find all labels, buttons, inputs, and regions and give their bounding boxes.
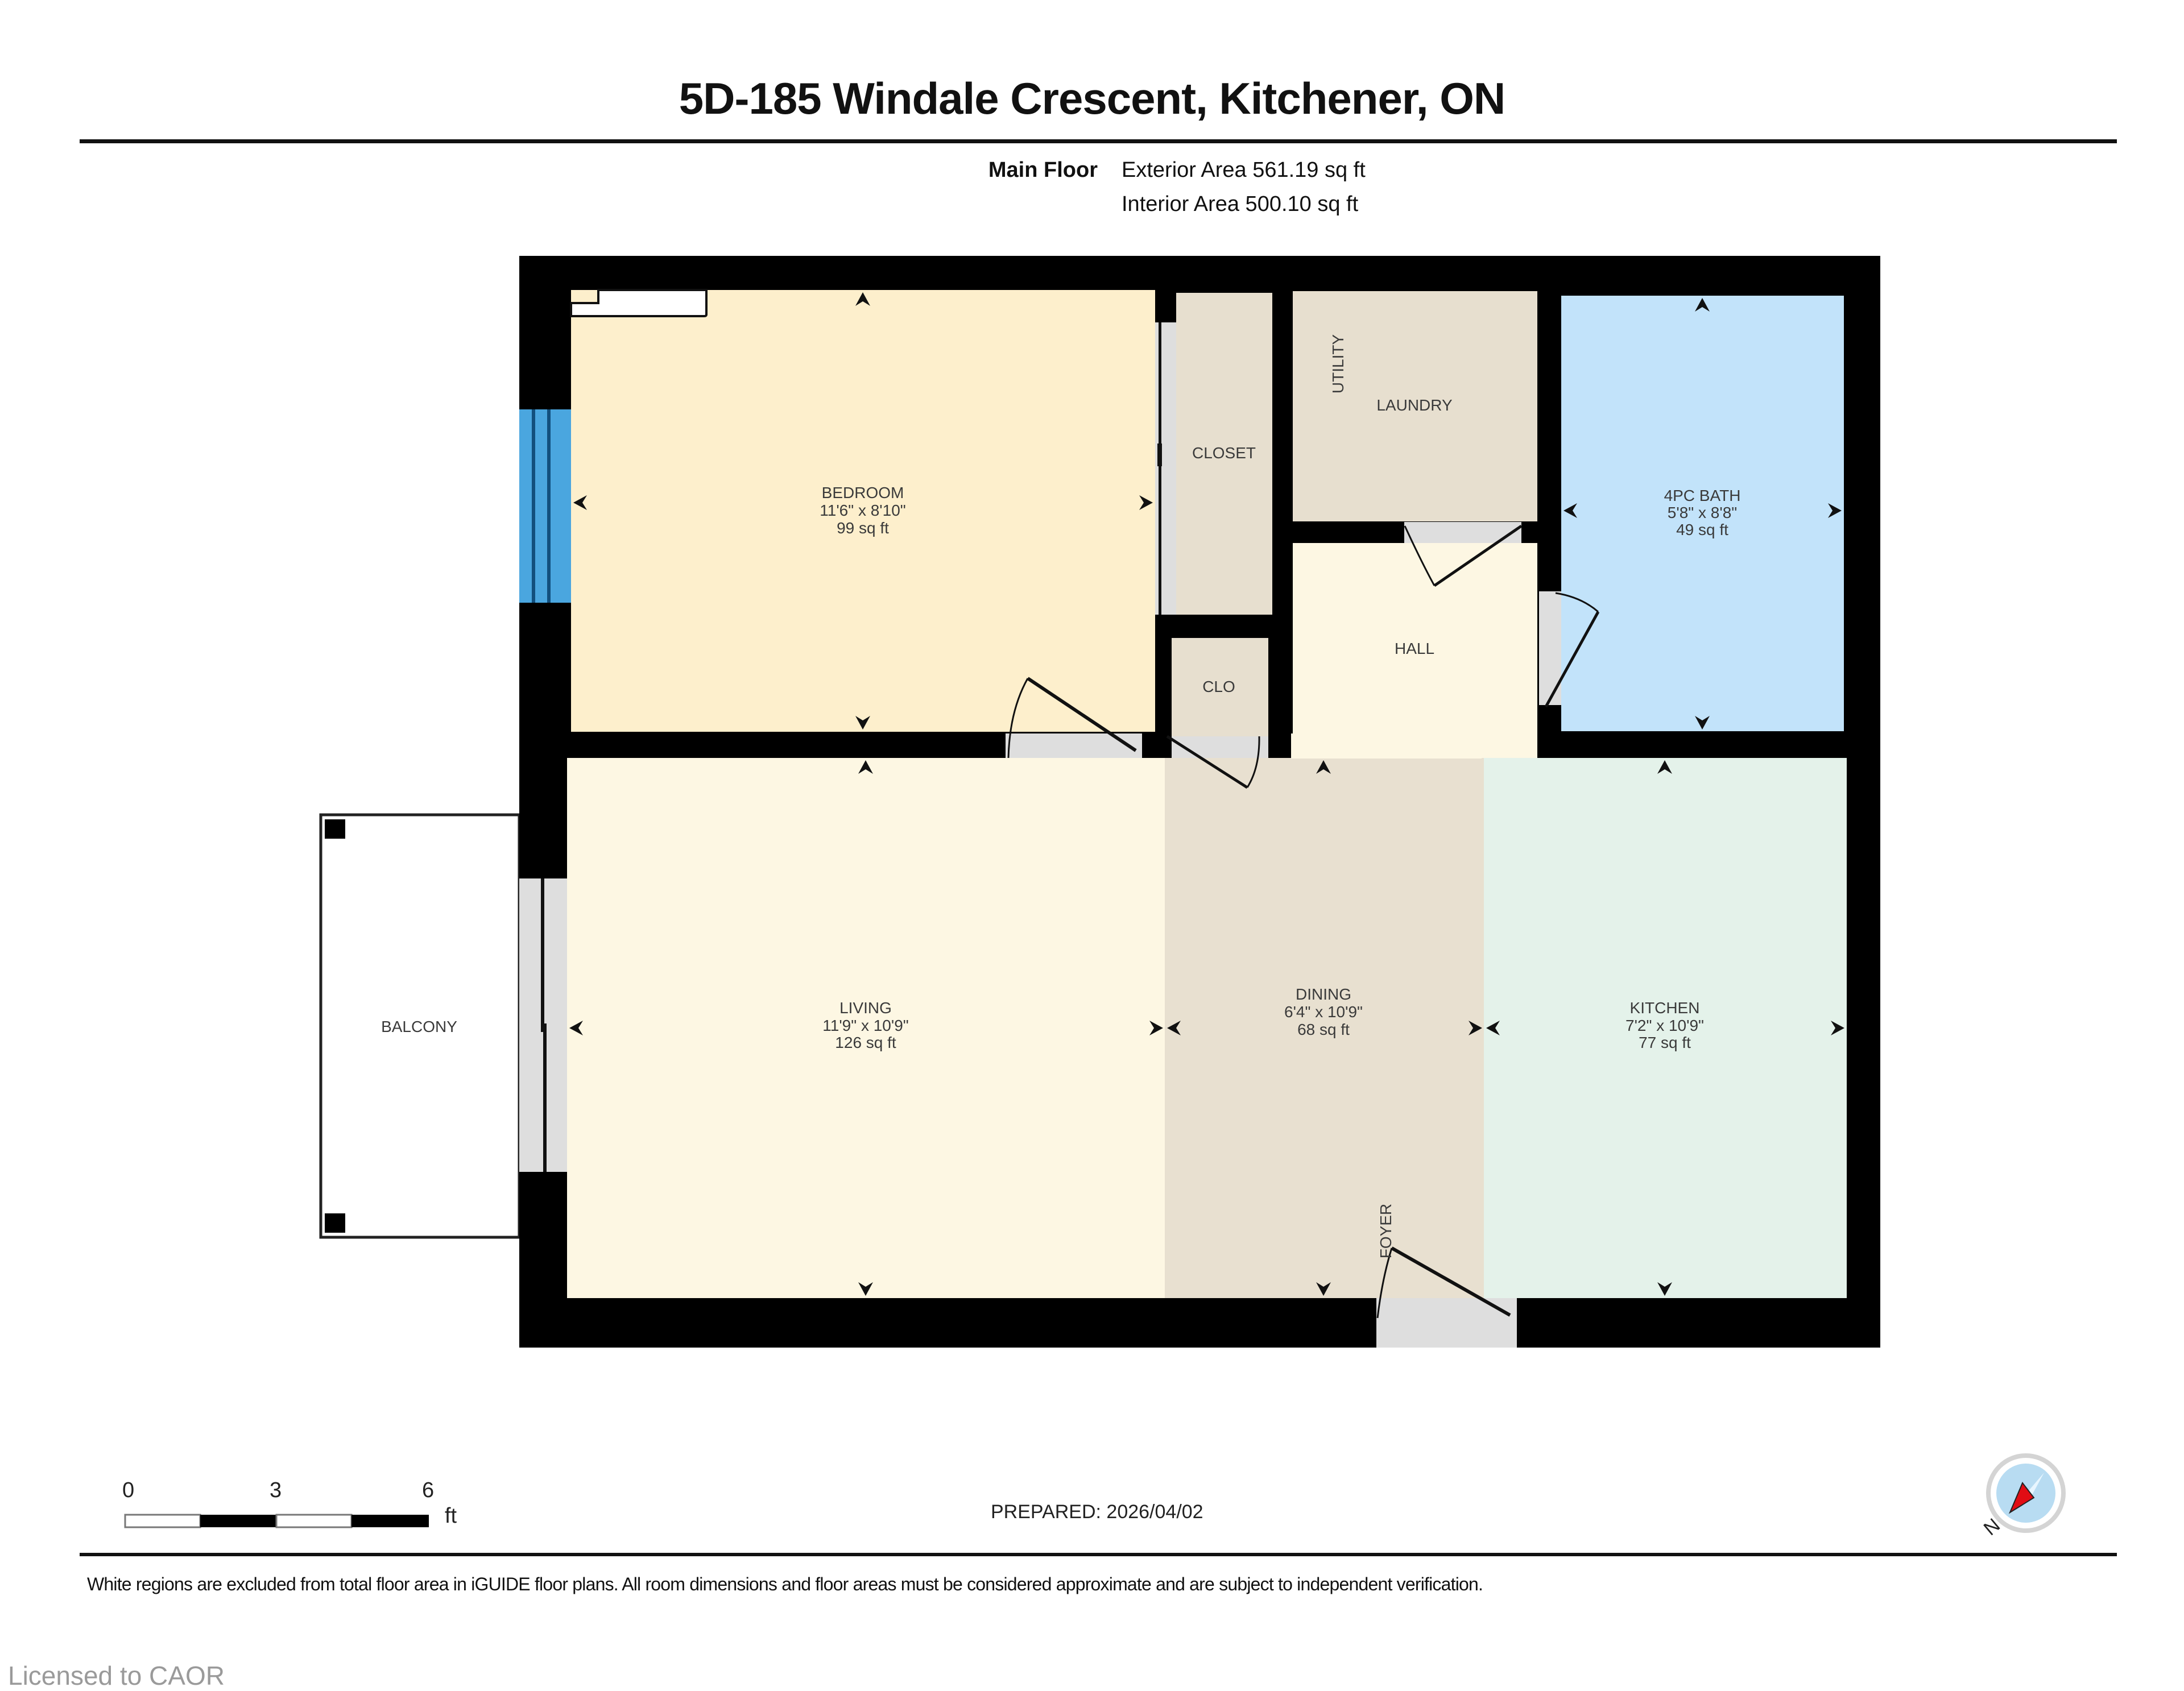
dimension-arrow [1828, 503, 1842, 518]
kitchen-area: 77 sq ft [1639, 1034, 1691, 1051]
balcony-outline [319, 813, 521, 1239]
bath-door[interactable] [1539, 591, 1600, 708]
prepared-date: PREPARED: 2026/04/02 [991, 1501, 1203, 1523]
room-hall[interactable] [1293, 543, 1537, 758]
room-kitchen[interactable] [1484, 758, 1847, 1298]
dimension-arrow [1149, 1021, 1163, 1035]
hall-opening [1291, 733, 1482, 759]
dining-area: 68 sq ft [1297, 1021, 1350, 1038]
dimension-arrow [569, 1021, 583, 1035]
room-living[interactable] [567, 758, 1165, 1298]
living-dims: 11'9" x 10'9" [822, 1017, 908, 1034]
living-name: LIVING [839, 999, 892, 1017]
dimension-arrow [1469, 1021, 1482, 1035]
bedroom-dims: 11'6" x 8'10" [820, 502, 905, 519]
bath-dims: 5'8" x 8'8" [1668, 504, 1737, 521]
room-laundry[interactable] [1293, 291, 1537, 521]
dimension-arrow [855, 292, 870, 306]
room-dining[interactable] [1165, 758, 1484, 1298]
disclaimer: White regions are excluded from total fl… [87, 1574, 1483, 1594]
dimension-arrow [858, 1282, 873, 1296]
dimension-arrow [1657, 1282, 1672, 1296]
dimension-arrows [569, 292, 1844, 1296]
floor-name: Main Floor [988, 158, 1098, 182]
balcony-post [325, 1213, 345, 1233]
dimension-arrow [1316, 1282, 1331, 1296]
exterior-area: Exterior Area 561.19 sq ft [1122, 158, 1366, 182]
scale-label-6: 6 [422, 1478, 435, 1502]
entry-door[interactable] [1376, 1246, 1517, 1348]
dimension-arrow [1563, 503, 1577, 518]
clo-name: CLO [1202, 678, 1235, 695]
bath-area: 49 sq ft [1676, 521, 1728, 538]
bedroom-name: BEDROOM [822, 484, 904, 502]
balcony-post [325, 819, 345, 839]
bedroom-window [519, 409, 571, 603]
scale-label-0: 0 [122, 1478, 135, 1502]
kitchen-name: KITCHEN [1630, 999, 1700, 1017]
footer-divider [80, 1553, 2117, 1556]
kitchen-dims: 7'2" x 10'9" [1625, 1017, 1704, 1034]
excluded-notch [570, 289, 708, 317]
dimension-arrow [1831, 1021, 1844, 1035]
dimension-arrow [1695, 716, 1710, 730]
compass-icon: N [1980, 1453, 2066, 1540]
hall-name: HALL [1395, 640, 1434, 657]
bedroom-area: 99 sq ft [837, 519, 889, 537]
balcony: BALCONY [319, 813, 521, 1239]
room-bedroom[interactable] [571, 290, 1155, 732]
balcony-label: BALCONY [381, 1018, 457, 1035]
dining-dims: 6'4" x 10'9" [1284, 1003, 1363, 1021]
interior-area: Interior Area 500.10 sq ft [1122, 192, 1359, 216]
living-area: 126 sq ft [835, 1034, 896, 1051]
dimension-arrow [1139, 495, 1153, 510]
balcony-sliding-door[interactable] [519, 878, 567, 1172]
clo-door[interactable] [1166, 735, 1268, 789]
page-title: 5D-185 Windale Crescent, Kitchener, ON [679, 73, 1505, 123]
dimension-arrow [1657, 760, 1672, 774]
utility-name: UTILITY [1329, 334, 1347, 394]
dimension-arrow [573, 495, 587, 510]
laundry-name: LAUNDRY [1376, 396, 1453, 414]
scale-label-3: 3 [270, 1478, 282, 1502]
dimension-arrow [855, 716, 870, 730]
foyer-name: FOYER [1377, 1204, 1395, 1258]
dining-name: DINING [1296, 985, 1351, 1003]
scale-bar [124, 1514, 429, 1528]
room-bath[interactable] [1561, 296, 1844, 731]
bath-name: 4PC BATH [1664, 487, 1741, 504]
room-closet[interactable] [1176, 293, 1272, 615]
bedroom-door[interactable] [1006, 677, 1142, 759]
closet-sliding-door[interactable] [1155, 322, 1176, 615]
dimension-arrow [1316, 760, 1331, 774]
title-divider [80, 139, 2117, 143]
dimension-arrow [1486, 1021, 1500, 1035]
scale-unit: ft [445, 1504, 457, 1528]
laundry-door[interactable] [1404, 522, 1523, 587]
room-clo[interactable] [1172, 638, 1268, 741]
dimension-arrow [1695, 298, 1710, 312]
dimension-arrow [1167, 1021, 1181, 1035]
closet-name: CLOSET [1192, 444, 1256, 462]
dimension-arrow [858, 760, 873, 774]
license-watermark: Licensed to CAOR [8, 1661, 225, 1690]
